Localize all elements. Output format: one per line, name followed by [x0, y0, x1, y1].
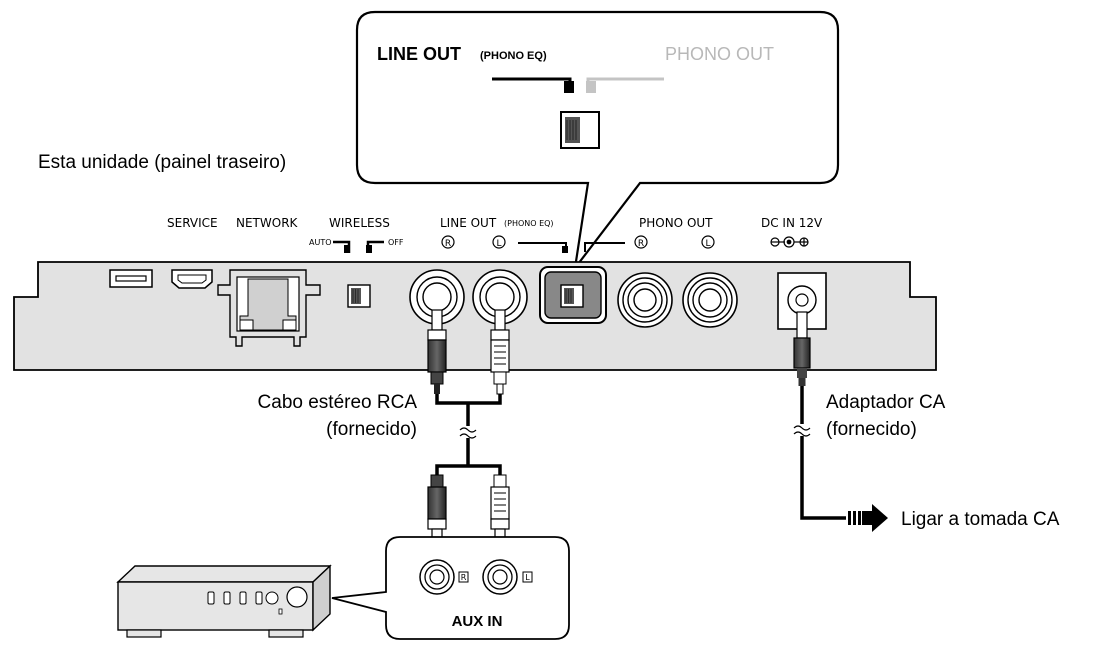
aux-l-badge [522, 571, 533, 583]
outlet-label: Ligar a tomada CA [901, 509, 1060, 530]
callout-bubble: LINE OUT (PHONO EQ) PHONO OUT [355, 10, 840, 269]
rca-cable-label-line1: Cabo estéreo RCA [258, 392, 418, 413]
phono-out-l-jack[interactable] [682, 272, 738, 328]
line-out-indicator [518, 242, 567, 252]
plug-arrow-icon [848, 504, 888, 532]
phono-out-indicator [584, 242, 625, 252]
callout-phono-eq-label: (PHONO EQ) [480, 50, 547, 62]
line-out-l-badge: L [492, 235, 506, 249]
line-out-r-badge: R [441, 235, 455, 249]
label-phono-out: PHONO OUT [639, 216, 713, 230]
line-out-l-jack[interactable] [472, 269, 528, 325]
aux-r-badge [458, 571, 469, 583]
dc-polarity-icon [770, 236, 809, 248]
amplifier-device [116, 564, 332, 638]
label-line-out: LINE OUT [440, 216, 497, 230]
ac-adapter-cable [793, 311, 846, 520]
wireless-switch[interactable] [347, 284, 371, 308]
aux-l-letter: L [525, 573, 530, 582]
line-out-r-letter: R [445, 239, 451, 249]
line-out-r-jack[interactable] [409, 269, 465, 325]
adapter-label-line2: (fornecido) [826, 419, 917, 440]
callout-line-out-label: LINE OUT [377, 44, 461, 64]
aux-in-l-jack[interactable] [482, 559, 518, 595]
aux-r-letter: R [461, 573, 467, 582]
dc-in-jack[interactable] [777, 272, 827, 330]
line-out-l-letter: L [496, 239, 501, 249]
aux-in-label: AUX IN [452, 613, 503, 630]
phono-out-r-letter: R [638, 239, 644, 249]
rca-cable-label-line2: (fornecido) [326, 419, 417, 440]
callout-line-out-marker [564, 81, 574, 93]
aux-in-r-jack[interactable] [419, 559, 455, 595]
ethernet-port[interactable] [217, 269, 321, 347]
phono-out-r-jack[interactable] [617, 272, 673, 328]
label-auto: AUTO [309, 238, 332, 247]
phono-out-r-badge: R [634, 235, 648, 249]
label-service: SERVICE [167, 216, 218, 230]
label-off: OFF [388, 238, 404, 247]
adapter-label-line1: Adaptador CA [826, 392, 946, 413]
label-network: NETWORK [236, 216, 299, 230]
phono-out-l-badge: L [701, 235, 715, 249]
label-line-out-eq: (PHONO EQ) [504, 219, 554, 228]
line-phono-switch[interactable] [539, 266, 607, 324]
label-dc-in: DC IN 12V [761, 216, 823, 230]
rca-cable-upper [427, 309, 510, 475]
label-wireless: WIRELESS [329, 216, 390, 230]
callout-phono-out-label: PHONO OUT [665, 44, 774, 64]
phono-out-l-letter: L [705, 239, 710, 249]
callout-phono-out-marker [586, 81, 596, 93]
device-title: Esta unidade (painel traseiro) [38, 152, 286, 173]
